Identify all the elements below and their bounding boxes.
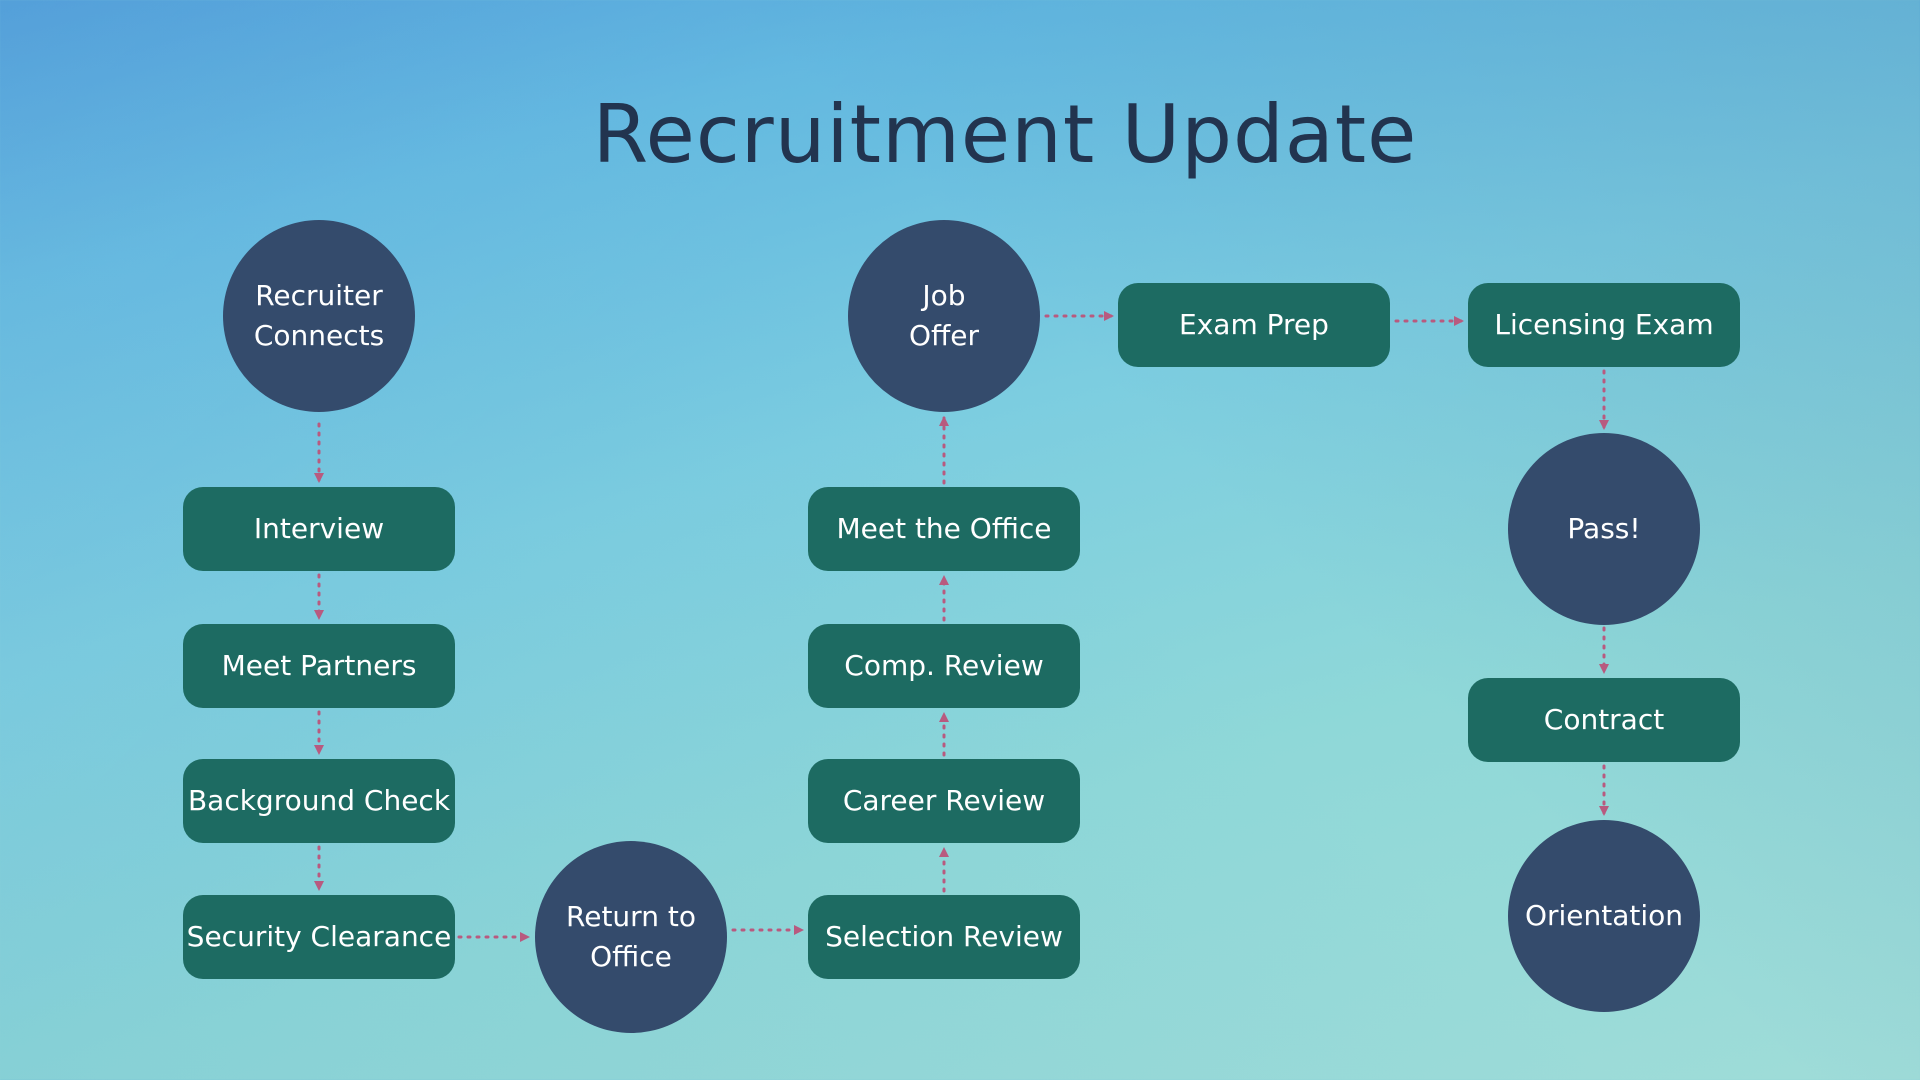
slide-title: Recruitment Update (592, 88, 1418, 181)
node-return-to-office: Return to Office (535, 841, 727, 1033)
node-security-clearance: Security Clearance (183, 895, 455, 979)
node-exam-prep: Exam Prep (1118, 283, 1390, 367)
node-contract: Contract (1468, 678, 1740, 762)
node-meet-the-office: Meet the Office (808, 487, 1080, 571)
node-licensing-exam: Licensing Exam (1468, 283, 1740, 367)
node-career-review: Career Review (808, 759, 1080, 843)
node-job-offer: Job Offer (848, 220, 1040, 412)
node-pass: Pass! (1508, 433, 1700, 625)
node-recruiter-connects: Recruiter Connects (223, 220, 415, 412)
node-orientation: Orientation (1508, 820, 1700, 1012)
node-selection-review: Selection Review (808, 895, 1080, 979)
node-interview: Interview (183, 487, 455, 571)
node-meet-partners: Meet Partners (183, 624, 455, 708)
node-background-check: Background Check (183, 759, 455, 843)
node-comp-review: Comp. Review (808, 624, 1080, 708)
